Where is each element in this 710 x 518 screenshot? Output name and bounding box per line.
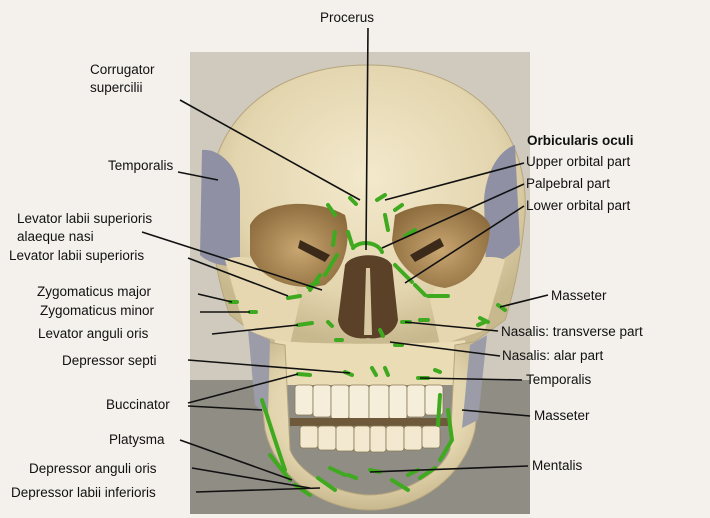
label-levator-labii-superioris: Levator labii superioris [9, 248, 144, 263]
lower-teeth [300, 426, 440, 452]
label-depressor-anguli-oris: Depressor anguli oris [29, 461, 157, 476]
upper-teeth [295, 385, 443, 421]
label-levator-labii-alaeque-line1: Levator labii superioris [17, 211, 152, 226]
label-mentalis: Mentalis [532, 458, 582, 473]
label-buccinator: Buccinator [106, 397, 170, 412]
label-procerus: Procerus [320, 10, 374, 25]
label-depressor-labii-inferioris: Depressor labii inferioris [11, 485, 156, 500]
label-platysma: Platysma [109, 432, 165, 447]
label-orbicularis-oculi: Orbicularis oculi [527, 133, 634, 148]
label-upper-orbital-part: Upper orbital part [526, 154, 630, 169]
label-levator-labii-alaeque-line2: alaeque nasi [17, 229, 94, 244]
label-corrugator-line2: supercilii [90, 80, 143, 95]
label-palpebral-part: Palpebral part [526, 176, 610, 191]
label-nasalis-alar: Nasalis: alar part [502, 348, 603, 363]
label-temporalis-left: Temporalis [108, 158, 173, 173]
label-nasalis-transverse: Nasalis: transverse part [501, 324, 643, 339]
teeth-gap [290, 418, 450, 426]
label-temporalis-right: Temporalis [526, 372, 591, 387]
label-zygomaticus-major: Zygomaticus major [37, 284, 151, 299]
label-corrugator-line1: Corrugator [90, 62, 155, 77]
label-zygomaticus-minor: Zygomaticus minor [40, 303, 154, 318]
label-depressor-septi: Depressor septi [62, 353, 157, 368]
label-masseter-lower: Masseter [534, 408, 590, 423]
label-masseter-upper: Masseter [551, 288, 607, 303]
label-lower-orbital-part: Lower orbital part [526, 198, 630, 213]
label-levator-anguli-oris: Levator anguli oris [38, 326, 148, 341]
